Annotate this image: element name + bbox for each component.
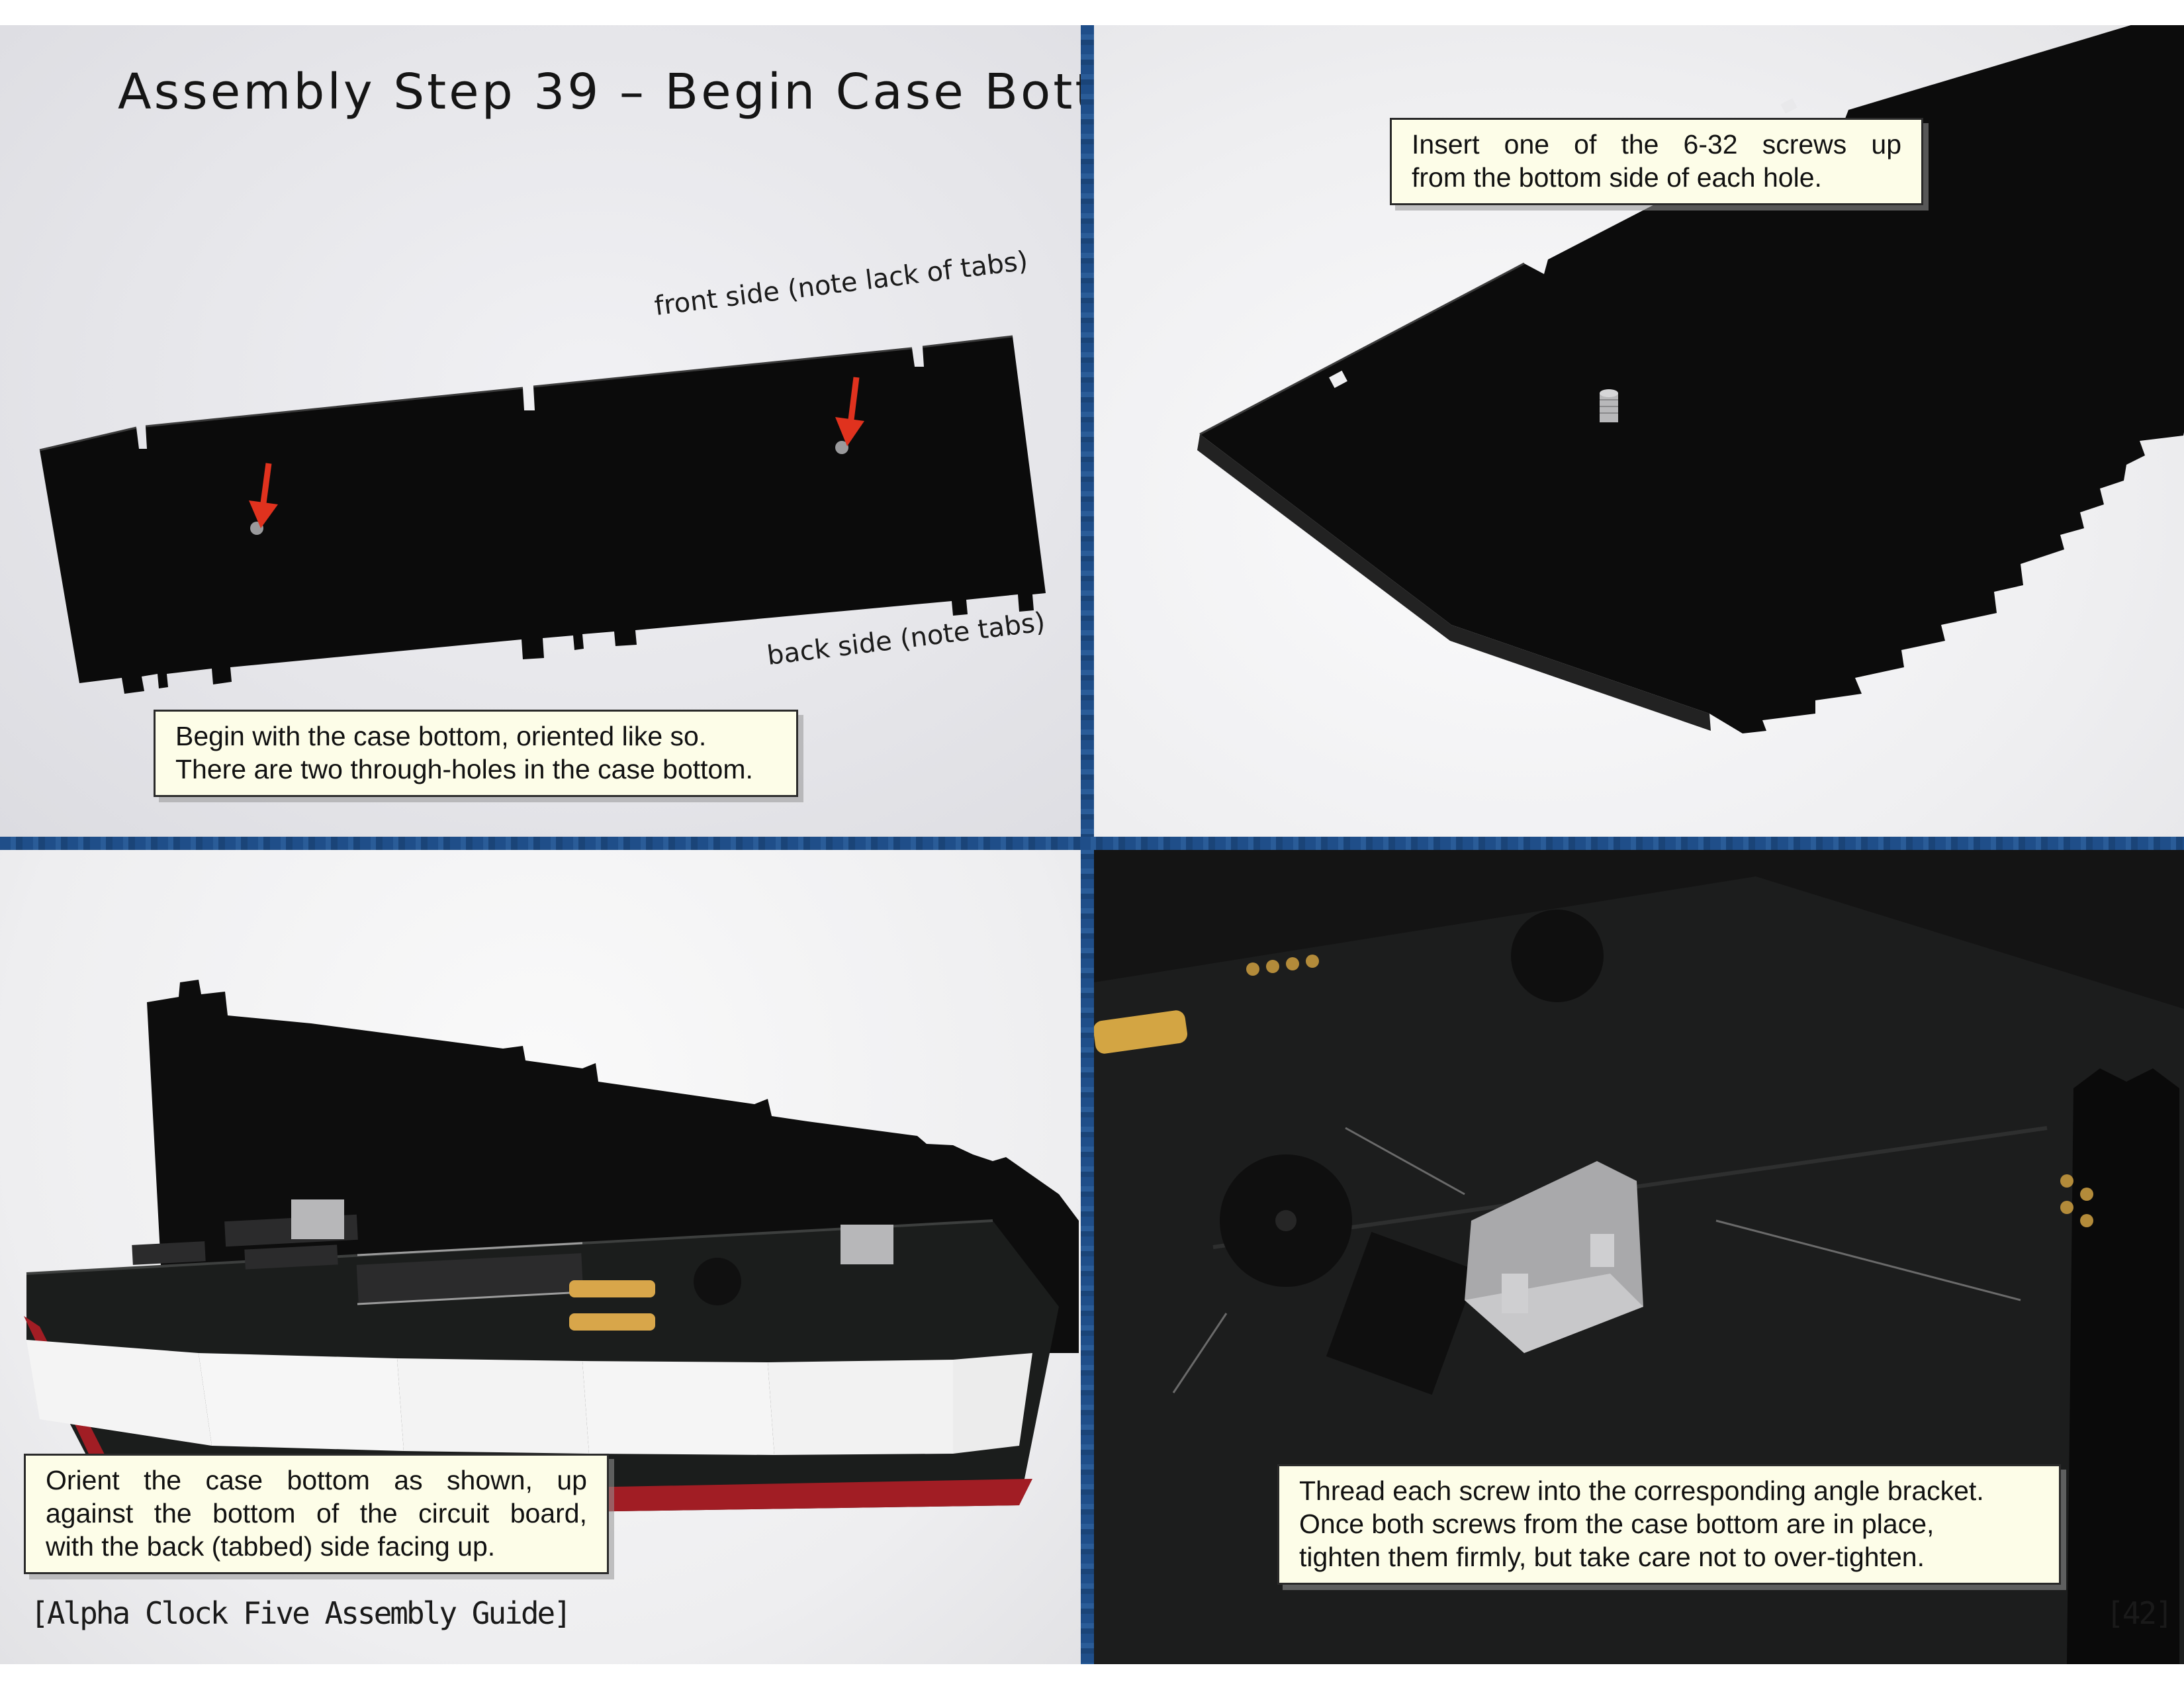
angle-bracket bbox=[291, 1199, 344, 1239]
ic-chip bbox=[132, 1241, 206, 1265]
caption-line: tighten them firmly, but take care not t… bbox=[1299, 1542, 1925, 1573]
caption-thread-screws: Thread each screw into the corresponding… bbox=[1277, 1464, 2061, 1585]
through-hole bbox=[835, 441, 848, 454]
angle-bracket bbox=[841, 1225, 893, 1264]
caption-line: Begin with the case bottom, oriented lik… bbox=[175, 721, 707, 751]
case-bottom-photo bbox=[39, 335, 1046, 694]
page-number: [42] bbox=[2106, 1595, 2173, 1631]
caption-line: Once both screws from the case bottom ar… bbox=[1299, 1509, 1934, 1540]
buzzer bbox=[694, 1258, 741, 1305]
buzzer bbox=[1511, 910, 1604, 1002]
panel-divider-horizontal bbox=[0, 837, 2184, 850]
caption-case-bottom-orientation: Begin with the case bottom, oriented lik… bbox=[154, 710, 798, 798]
caption-line: Orient the case bottom as shown, up bbox=[46, 1465, 587, 1495]
caption-line: against the bottom of the circuit board, bbox=[46, 1498, 587, 1529]
case-bottom-plate bbox=[2067, 1068, 2179, 1664]
case-bottom-closeup-photo bbox=[1197, 25, 2184, 733]
ic-chip bbox=[244, 1244, 338, 1270]
caption-orient-case-bottom: Orient the case bottom as shown, up agai… bbox=[24, 1454, 609, 1575]
dc-power-jack bbox=[1326, 1231, 1478, 1395]
case-bottom-plate bbox=[40, 336, 1046, 694]
ic-chip bbox=[356, 1253, 584, 1303]
caption-line: Thread each screw into the corresponding… bbox=[1299, 1476, 1984, 1506]
arrow-icon bbox=[249, 463, 278, 528]
screw-icon bbox=[1502, 1234, 1614, 1313]
display-modules bbox=[26, 1340, 1032, 1455]
caption-line: Insert one of the 6-32 screws up bbox=[1412, 129, 1901, 160]
arrow-icon bbox=[835, 377, 864, 446]
caption-insert-screws: Insert one of the 6-32 screws up from th… bbox=[1390, 118, 1923, 206]
caption-line: from the bottom side of each hole. bbox=[1412, 162, 1822, 193]
page-title: Assembly Step 39 – Begin Case Bottom bbox=[118, 64, 1180, 120]
panel-case-bottom-overview: front side (note lack of tabs) back side… bbox=[0, 25, 1081, 837]
caption-line: with the back (tabbed) side facing up. bbox=[46, 1531, 496, 1562]
screw-icon bbox=[1600, 389, 1618, 422]
case-bottom-plate bbox=[1200, 25, 2184, 733]
caption-line: There are two through-holes in the case … bbox=[175, 754, 753, 785]
footer-title: [Alpha Clock Five Assembly Guide] bbox=[30, 1595, 572, 1631]
clock-assembly-photo bbox=[24, 980, 1079, 1519]
